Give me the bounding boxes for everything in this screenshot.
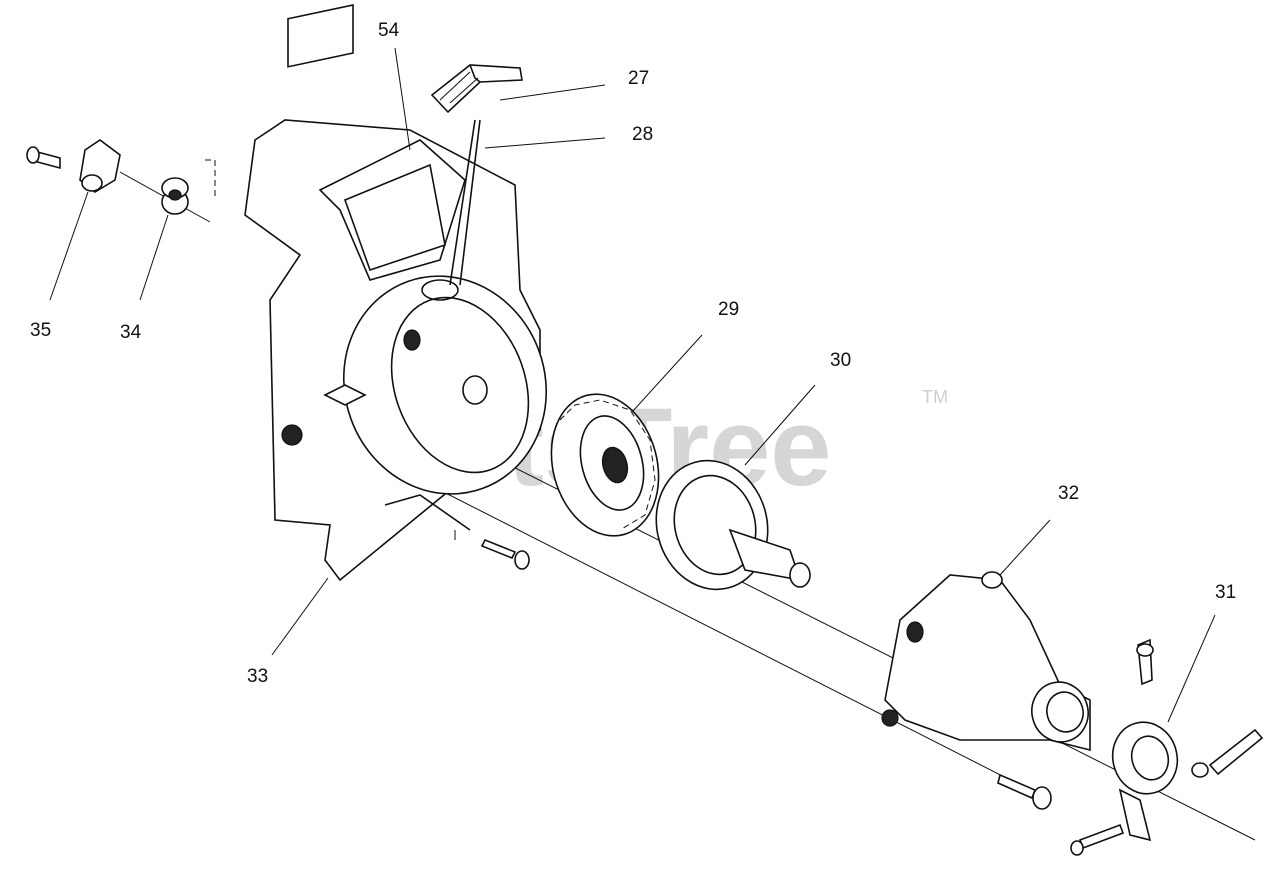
leader-31 [1167, 614, 1216, 723]
housing-bolt [480, 538, 530, 570]
leader-28 [484, 137, 606, 149]
leader-33 [271, 577, 329, 656]
rope-guide-hole [421, 279, 459, 301]
housing-center-hole [462, 375, 488, 405]
housing-top-block [287, 3, 354, 68]
part-labels: 54 27 28 35 34 29 30 32 31 33 [30, 20, 1236, 687]
label-54: 54 [378, 20, 400, 41]
watermark-trademark: TM [922, 387, 948, 407]
pulley-part-30 [655, 459, 811, 591]
label-33: 33 [247, 666, 268, 687]
starter-rope-part-28 [449, 119, 476, 286]
grommet-part-34 [161, 177, 189, 215]
leader-29 [631, 334, 703, 413]
label-35: 35 [30, 320, 51, 341]
housing-latch [323, 384, 367, 406]
label-28: 28 [632, 124, 653, 145]
housing-ring [342, 275, 548, 495]
cone-bolt [997, 773, 1052, 810]
leader-35 [49, 191, 89, 301]
leader-lines [49, 47, 1216, 723]
cone-cover-part-32 [881, 571, 1091, 752]
leader-27 [499, 84, 606, 101]
leader-30 [744, 384, 816, 466]
bolt-axis-line [419, 479, 1031, 791]
leader-34 [139, 214, 169, 301]
label-31: 31 [1215, 582, 1236, 603]
clamp-part-31 [1070, 638, 1264, 856]
label-27: 27 [628, 68, 649, 89]
leader-32 [999, 519, 1051, 576]
leader-54 [394, 47, 411, 151]
clip-part-35 [26, 139, 121, 193]
label-29: 29 [718, 299, 739, 320]
ratchet-gear-part-29 [550, 393, 660, 537]
label-30: 30 [830, 350, 851, 371]
starter-handle-part-27 [430, 64, 523, 114]
label-34: 34 [120, 322, 142, 343]
label-32: 32 [1058, 483, 1079, 504]
assembly-axis-line [399, 409, 1256, 841]
